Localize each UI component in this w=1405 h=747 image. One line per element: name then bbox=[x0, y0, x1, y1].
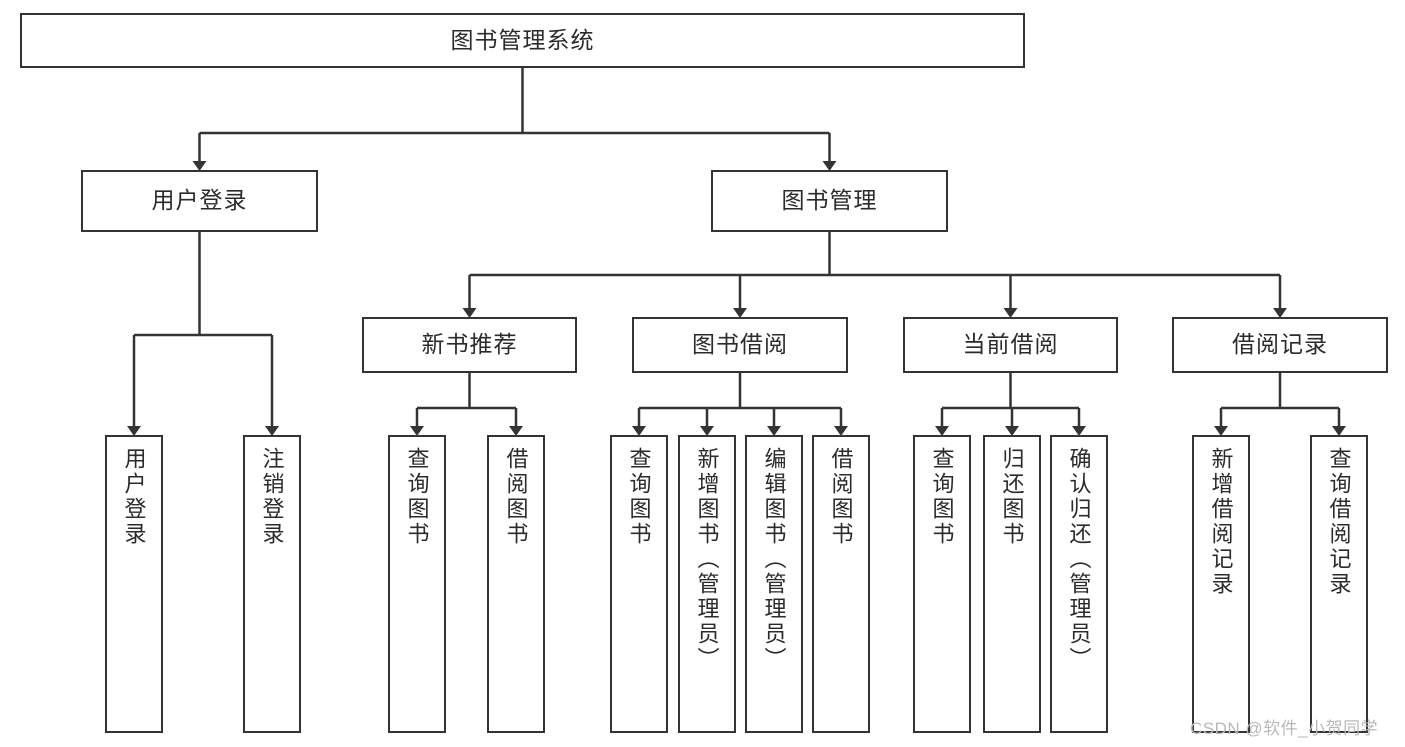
node-leaf-user-login[interactable]: 用户登录 bbox=[105, 435, 163, 733]
node-leaf-borrow-book[interactable]: 借阅图书 bbox=[812, 435, 870, 733]
node-label-leaf-add-borrow-record: 新增借阅记录 bbox=[1208, 447, 1234, 597]
node-label-leaf-query-book-borrow: 查询图书 bbox=[626, 447, 652, 547]
node-label-leaf-borrow-book-recommend: 借阅图书 bbox=[503, 447, 529, 547]
node-new-book-recommend[interactable]: 新书推荐 bbox=[362, 317, 577, 373]
node-label-user-login: 用户登录 bbox=[151, 187, 248, 214]
node-label-leaf-query-book-current: 查询图书 bbox=[929, 447, 955, 547]
node-label-leaf-confirm-return-admin: 确认归还（管理员） bbox=[1066, 447, 1092, 672]
node-root[interactable]: 图书管理系统 bbox=[20, 13, 1025, 68]
node-label-current-borrow: 当前借阅 bbox=[962, 331, 1059, 358]
node-book-borrow[interactable]: 图书借阅 bbox=[632, 317, 848, 373]
node-borrow-record[interactable]: 借阅记录 bbox=[1172, 317, 1388, 373]
node-label-leaf-add-book-admin: 新增图书（管理员） bbox=[694, 447, 720, 672]
node-label-root: 图书管理系统 bbox=[450, 26, 595, 53]
node-label-leaf-logout: 注销登录 bbox=[259, 447, 285, 547]
node-label-book-borrow: 图书借阅 bbox=[692, 331, 788, 358]
watermark-label: CSDN @软件_小贺同学 bbox=[1190, 719, 1379, 738]
node-leaf-confirm-return-admin[interactable]: 确认归还（管理员） bbox=[1050, 435, 1108, 733]
node-label-leaf-edit-book-admin: 编辑图书（管理员） bbox=[761, 447, 787, 672]
node-leaf-add-borrow-record[interactable]: 新增借阅记录 bbox=[1192, 435, 1250, 733]
node-leaf-borrow-book-recommend[interactable]: 借阅图书 bbox=[487, 435, 545, 733]
node-current-borrow[interactable]: 当前借阅 bbox=[903, 317, 1118, 373]
connector-paths bbox=[127, 68, 1346, 436]
node-label-leaf-return-book: 归还图书 bbox=[999, 447, 1025, 547]
node-leaf-query-book-current[interactable]: 查询图书 bbox=[913, 435, 971, 733]
node-leaf-edit-book-admin[interactable]: 编辑图书（管理员） bbox=[745, 435, 803, 733]
node-book-management[interactable]: 图书管理 bbox=[711, 170, 948, 232]
node-label-new-book-recommend: 新书推荐 bbox=[421, 331, 518, 358]
node-leaf-query-book-recommend[interactable]: 查询图书 bbox=[388, 435, 446, 733]
node-label-leaf-query-book-recommend: 查询图书 bbox=[404, 447, 430, 547]
node-label-book-management: 图书管理 bbox=[781, 187, 878, 214]
node-user-login[interactable]: 用户登录 bbox=[81, 170, 318, 232]
node-label-leaf-borrow-book: 借阅图书 bbox=[828, 447, 854, 547]
node-leaf-query-book-borrow[interactable]: 查询图书 bbox=[610, 435, 668, 733]
node-leaf-query-borrow-record[interactable]: 查询借阅记录 bbox=[1310, 435, 1368, 733]
node-leaf-logout[interactable]: 注销登录 bbox=[243, 435, 301, 733]
node-label-borrow-record: 借阅记录 bbox=[1232, 331, 1328, 358]
node-label-leaf-query-borrow-record: 查询借阅记录 bbox=[1326, 447, 1352, 597]
node-leaf-add-book-admin[interactable]: 新增图书（管理员） bbox=[678, 435, 736, 733]
node-leaf-return-book[interactable]: 归还图书 bbox=[983, 435, 1041, 733]
node-label-leaf-user-login: 用户登录 bbox=[121, 447, 147, 547]
